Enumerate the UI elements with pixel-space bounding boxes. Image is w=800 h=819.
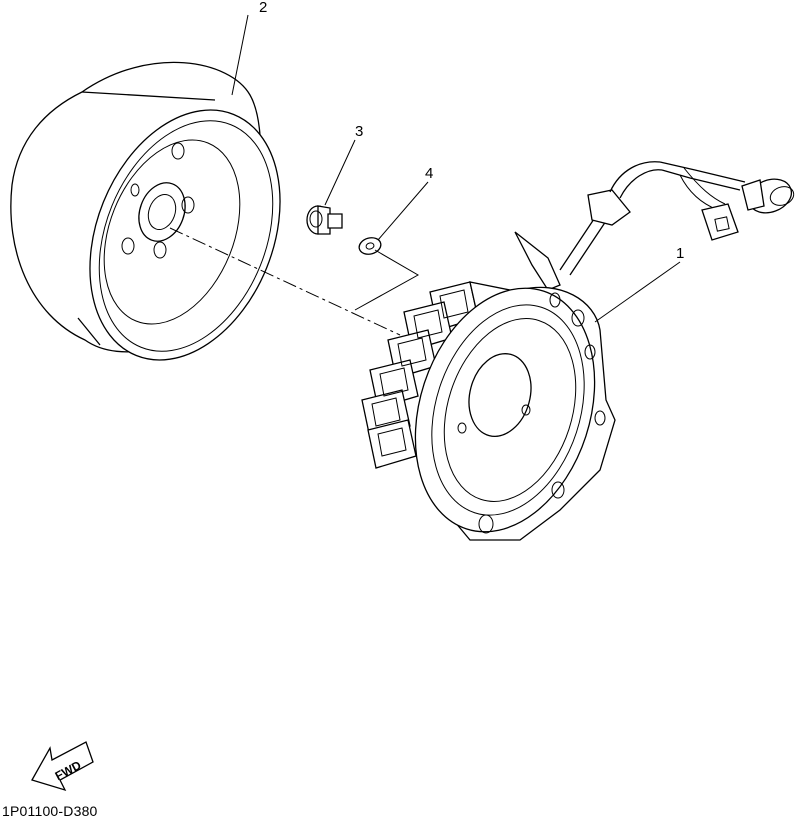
bolt xyxy=(306,205,343,235)
rotor-flywheel xyxy=(10,61,281,361)
callout-1: 1 xyxy=(676,245,684,262)
callout-2: 2 xyxy=(259,0,267,16)
callout-4: 4 xyxy=(425,165,433,182)
fwd-arrow: FWD xyxy=(31,741,94,792)
diagram-code: 1P01100-D380 xyxy=(2,803,98,819)
stator-assembly xyxy=(361,161,795,541)
leader-lines xyxy=(169,14,681,336)
callout-3: 3 xyxy=(355,123,363,140)
